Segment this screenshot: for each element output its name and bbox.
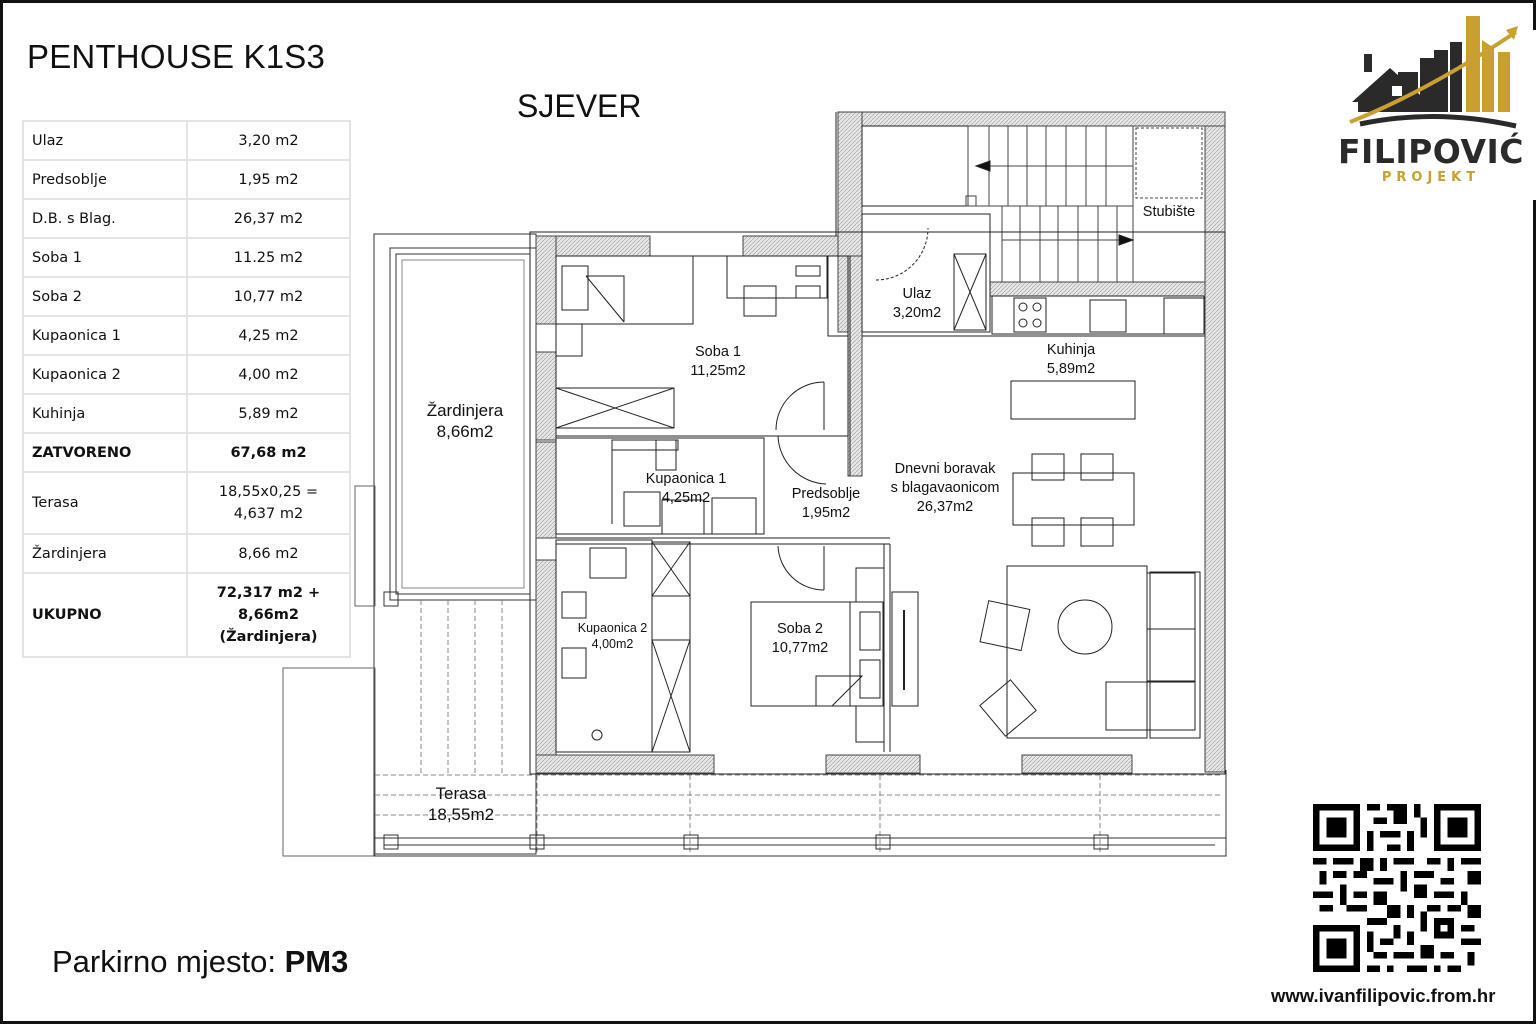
planter-value: 8,66 m2 [186, 533, 351, 574]
grand-total-row: UKUPNO 72,317 m2 + 8,66m2 (Žardinjera) [22, 572, 351, 658]
room-area: 10,77m2 [771, 640, 829, 656]
grand-total-label: UKUPNO [22, 572, 188, 658]
room-area: 3,20 m2 [186, 120, 351, 161]
room-name-line2: s blagavaonicom [890, 480, 1000, 496]
room-name: D.B. s Blag. [22, 198, 188, 239]
room-area: 1,95 m2 [186, 159, 351, 200]
planter-label: Žardinjera [22, 533, 188, 574]
terrace-row: Terasa 18,55x0,25 = 4,637 m2 [22, 471, 351, 535]
room-label-zardinjera: Žardinjera 8,66m2 [415, 400, 515, 442]
room-name: Ulaz [902, 286, 932, 302]
room-label-ulaz: Ulaz 3,20m2 [867, 285, 967, 323]
room-name: Predsoblje [791, 486, 861, 502]
room-area: 26,37 m2 [186, 198, 351, 239]
room-name: Dnevni boravak [894, 461, 996, 477]
floor-plan [282, 111, 1227, 857]
room-name: Terasa [435, 784, 487, 803]
grand-total-line: 8,66m2 [238, 607, 299, 623]
grand-total-value: 72,317 m2 + 8,66m2 (Žardinjera) [186, 572, 351, 658]
orientation-label: SJEVER [517, 88, 642, 124]
room-area: 4,25m2 [661, 490, 711, 506]
room-area: 1,95m2 [801, 505, 851, 521]
room-area: 8,66m2 [436, 422, 494, 441]
room-area: 3,20m2 [892, 305, 942, 321]
terrace-label: Terasa [22, 471, 188, 535]
room-area: 4,25 m2 [186, 315, 351, 356]
room-area: 26,37m2 [916, 499, 974, 515]
room-area: 18,55m2 [427, 805, 495, 824]
frame-edge [1533, 200, 1536, 1024]
logo-subtitle: PROJEKT [1381, 170, 1481, 185]
website-link[interactable]: www.ivanfilipovic.from.hr [1271, 985, 1496, 1006]
room-area: 5,89 m2 [186, 393, 351, 434]
room-label-kuhinja: Kuhinja 5,89m2 [1021, 341, 1121, 379]
room-label-predsoblje: Predsoblje 1,95m2 [776, 485, 876, 523]
room-name: Kupaonica 2 [577, 621, 648, 635]
parking-spot: Parkirno mjesto: PM3 [52, 944, 348, 980]
room-area: 11.25 m2 [186, 237, 351, 278]
room-name: Kupaonica 1 [22, 315, 188, 356]
room-name: Kuhinja [1046, 342, 1096, 358]
room-label-kupaonica1: Kupaonica 1 4,25m2 [630, 470, 742, 508]
terrace-result: 4,637 m2 [233, 506, 304, 522]
room-name: Ulaz [22, 120, 188, 161]
room-area: 4,00 m2 [186, 354, 351, 395]
room-name: Žardinjera [426, 401, 504, 420]
parking-value: PM3 [284, 944, 349, 979]
room-name: Predsoblje [22, 159, 188, 200]
room-name: Stubište [1142, 204, 1196, 220]
terrace-formula: 18,55x0,25 = [218, 484, 319, 500]
company-logo-icon [1349, 16, 1518, 129]
room-label-stubiste: Stubište [1128, 203, 1210, 222]
room-label-dnevni-boravak: Dnevni boravak s blagavaonicom 26,37m2 [875, 460, 1015, 517]
grand-total-line: (Žardinjera) [219, 629, 318, 645]
room-area: 4,00m2 [591, 637, 634, 651]
room-area: 11,25m2 [690, 363, 746, 379]
room-label-kupaonica2: Kupaonica 2 4,00m2 [565, 620, 660, 652]
parking-label: Parkirno mjesto: [52, 944, 276, 979]
room-area: 5,89m2 [1046, 361, 1096, 377]
room-name: Kuhinja [22, 393, 188, 434]
closed-total-label: ZATVORENO [22, 432, 188, 473]
grand-total-line: 72,317 m2 + [216, 585, 321, 601]
room-name: Soba 1 [695, 344, 741, 360]
room-name: Soba 2 [22, 276, 188, 317]
room-label-soba2: Soba 2 10,77m2 [750, 620, 850, 658]
room-area: 10,77 m2 [186, 276, 351, 317]
frame-edge [1533, 0, 1536, 30]
page-title: PENTHOUSE K1S3 [27, 38, 326, 75]
terrace-value: 18,55x0,25 = 4,637 m2 [186, 471, 351, 535]
room-label-soba1: Soba 1 11,25m2 [668, 343, 768, 381]
room-name: Kupaonica 2 [22, 354, 188, 395]
qr-code-icon[interactable] [1312, 804, 1482, 972]
room-label-terasa: Terasa 18,55m2 [411, 783, 511, 825]
logo-name: FILIPOVIĆ [1337, 132, 1525, 171]
room-name: Soba 1 [22, 237, 188, 278]
room-name: Soba 2 [777, 621, 823, 637]
closed-total-value: 67,68 m2 [186, 432, 351, 473]
room-name: Kupaonica 1 [645, 471, 727, 487]
table-row: D.B. s Blag.26,37 m2 [22, 198, 351, 239]
